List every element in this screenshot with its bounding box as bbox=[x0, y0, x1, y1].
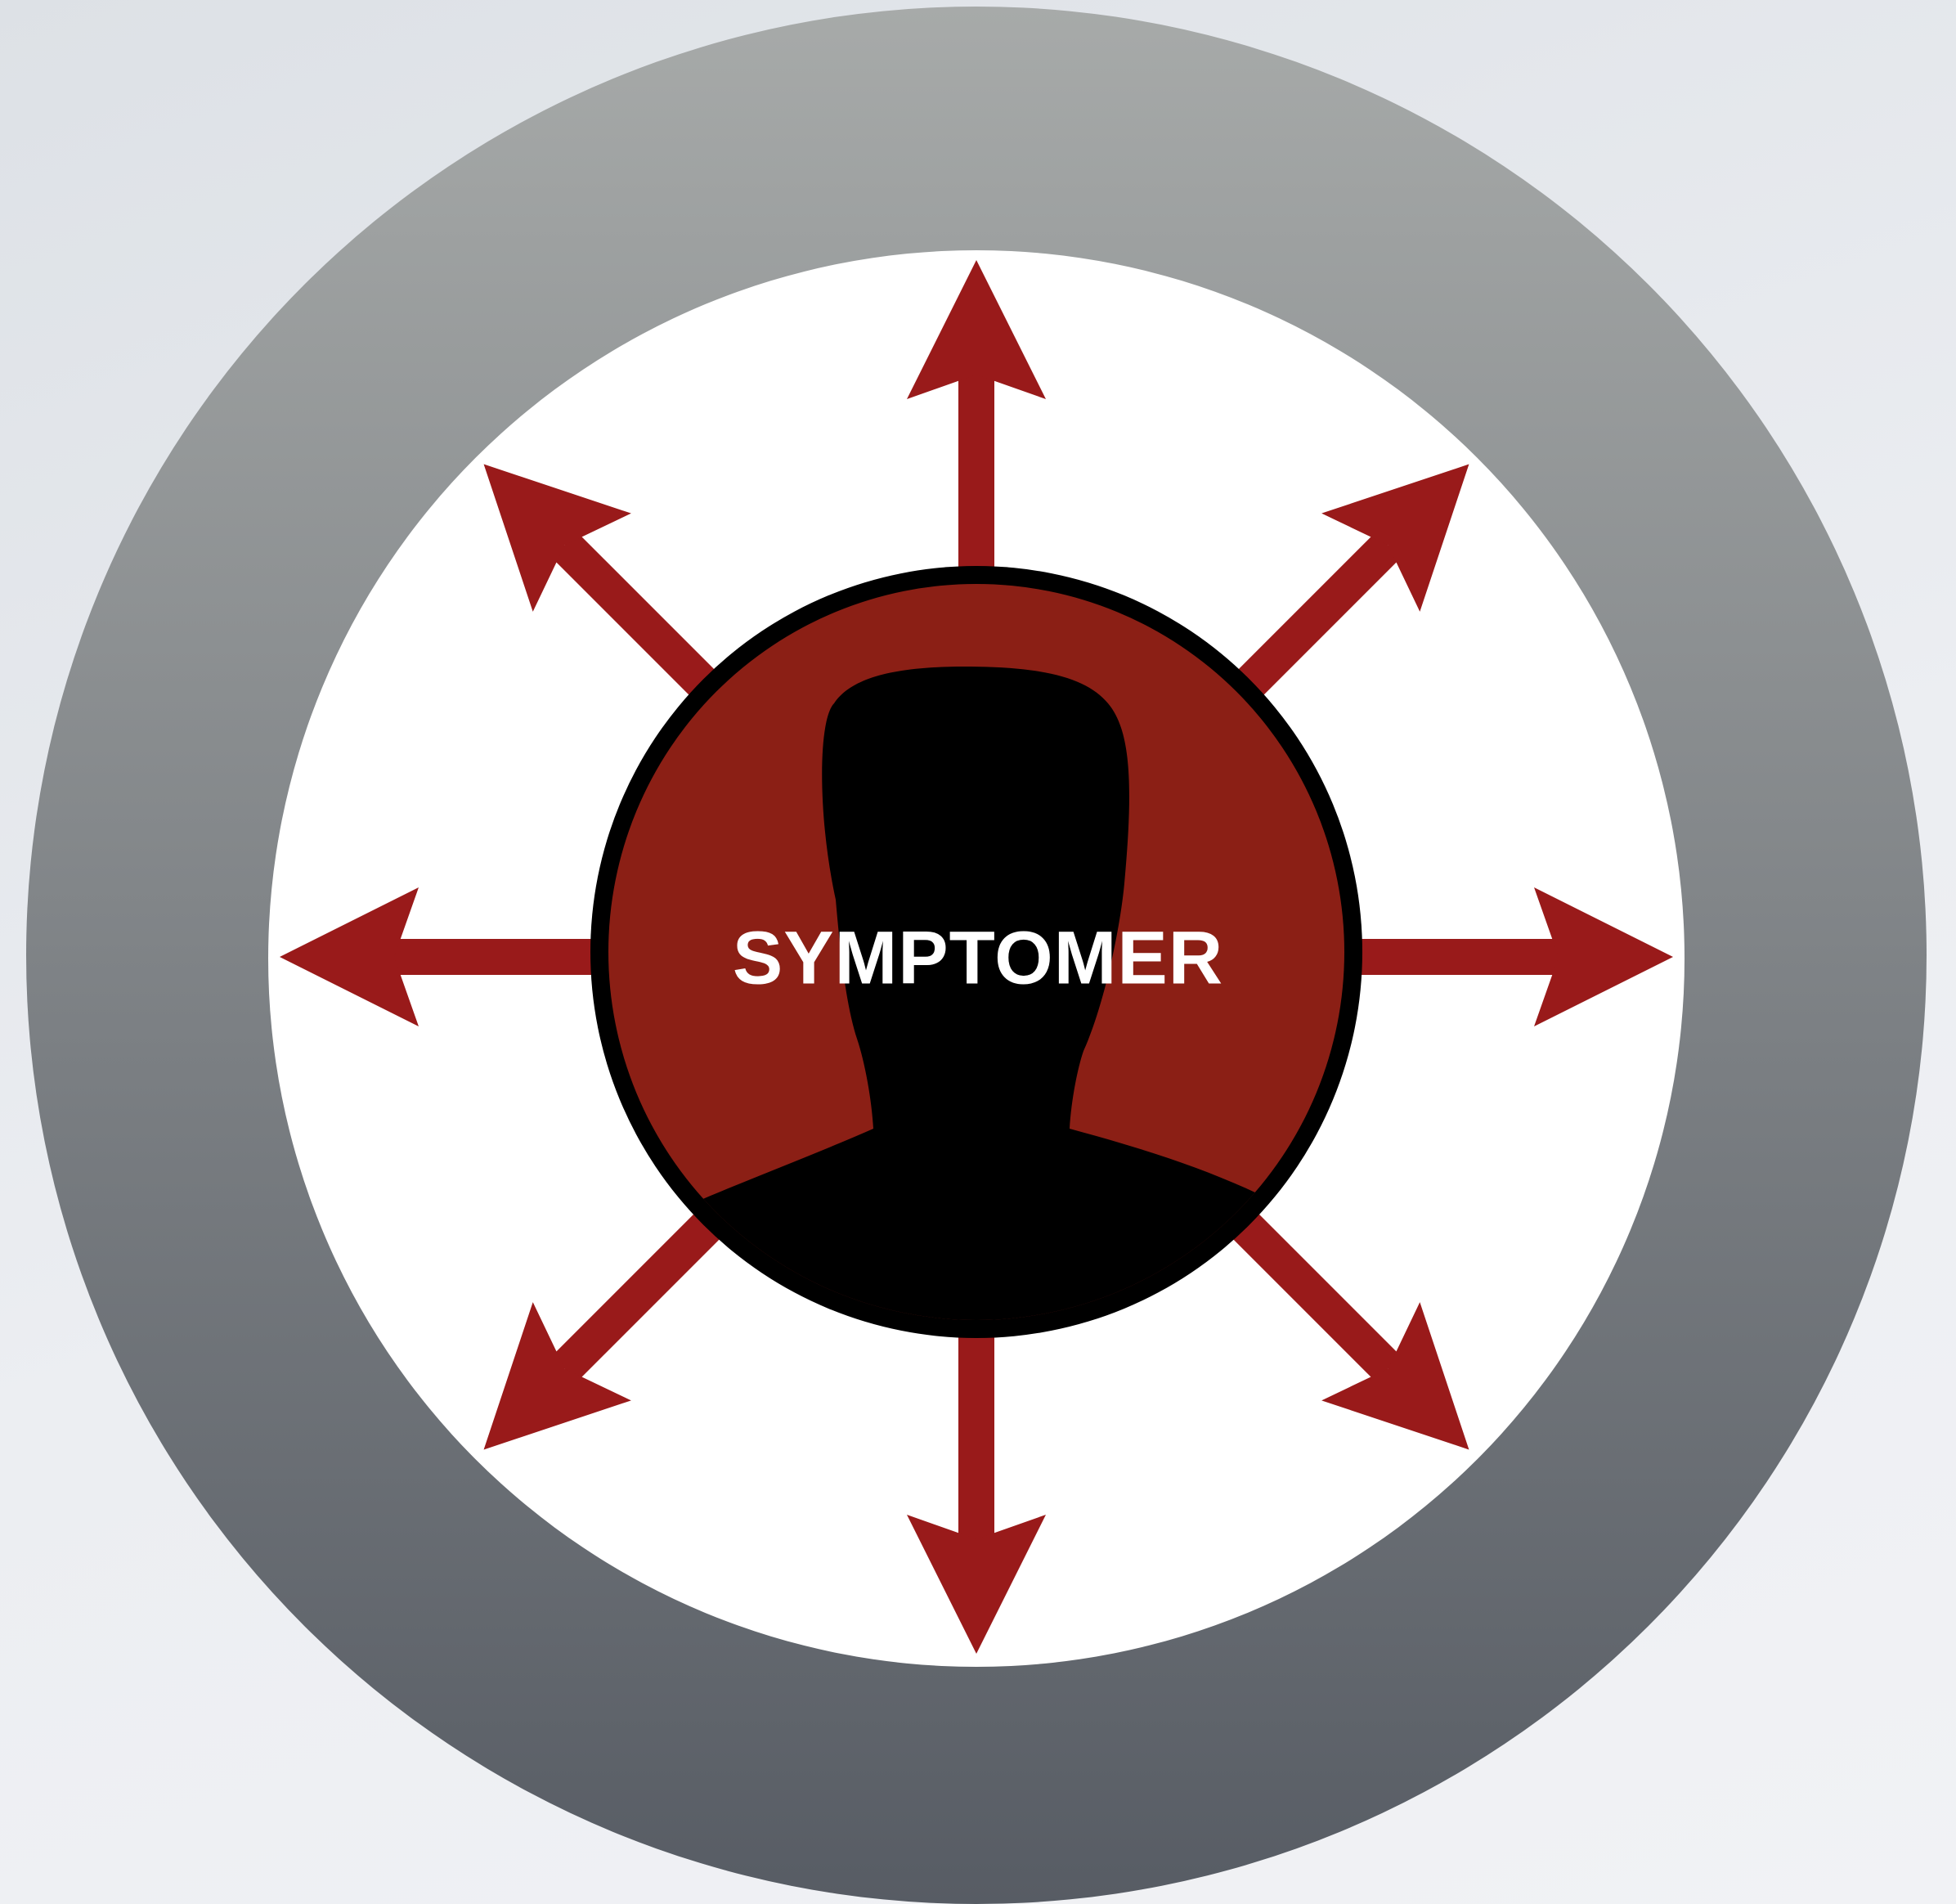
arrow-down-icon bbox=[907, 1515, 1046, 1654]
person-silhouette-icon bbox=[621, 667, 1325, 1320]
arrow-left-icon bbox=[280, 887, 419, 1026]
arrow-up-right-icon bbox=[1321, 464, 1469, 612]
arrow-down-left-icon bbox=[483, 1302, 631, 1450]
center-circle bbox=[590, 566, 1362, 1338]
arrow-down-right-icon bbox=[1321, 1302, 1469, 1450]
arrow-up-icon bbox=[907, 260, 1046, 399]
arrow-up-left-icon bbox=[483, 464, 631, 612]
center-label: SYMPTOMER bbox=[732, 916, 1224, 1000]
arrow-right-icon bbox=[1534, 887, 1673, 1026]
